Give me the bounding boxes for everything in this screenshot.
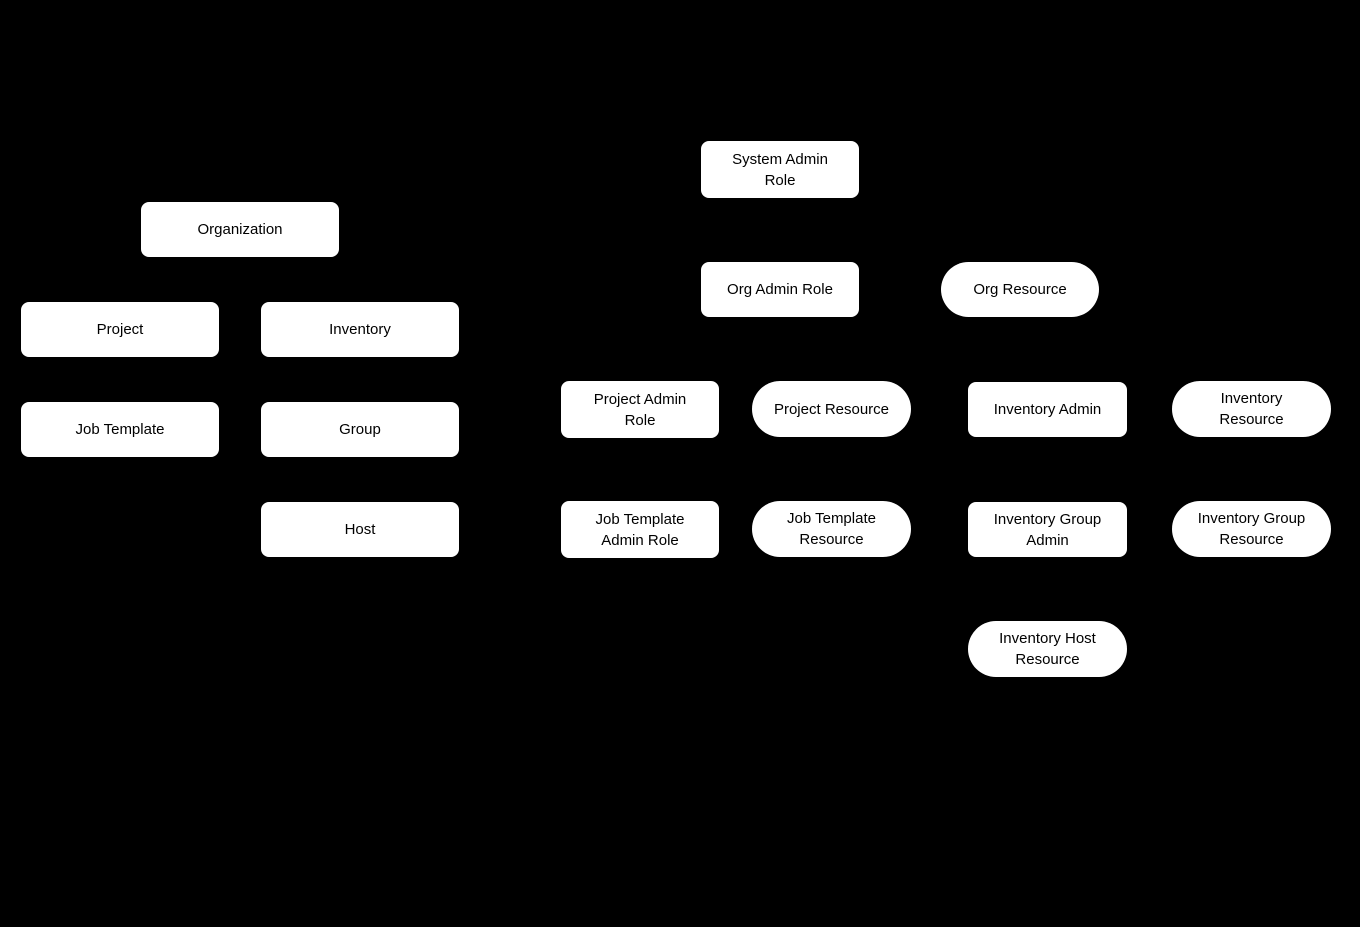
node-inventory-resource: Inventory Resource [1172, 381, 1331, 437]
node-group: Group [261, 402, 459, 457]
node-inventory-group-admin-label: Inventory Group Admin [993, 510, 1102, 549]
node-project-admin-role: Project Admin Role [561, 381, 719, 438]
node-project-resource: Project Resource [752, 381, 911, 437]
node-org-admin-role: Org Admin Role [701, 262, 859, 317]
node-inventory-host-resource: Inventory Host Resource [968, 621, 1127, 677]
node-project-label: Project [96, 321, 144, 338]
node-job-template-admin-role-label: Job Template Admin Role [595, 510, 685, 549]
node-inventory-group-resource-label: Inventory Group Resource [1197, 510, 1306, 548]
node-inventory: Inventory [261, 302, 459, 357]
node-system-admin-role-label: System Admin Role [732, 150, 828, 189]
node-job-template-resource: Job Template Resource [752, 501, 911, 557]
node-host-label: Host [344, 521, 376, 538]
node-org-admin-role-label: Org Admin Role [727, 281, 833, 298]
node-project-resource-label: Project Resource [773, 400, 890, 418]
node-project-admin-role-label: Project Admin Role [593, 390, 687, 429]
node-organization-label: Organization [197, 221, 283, 238]
node-job-template-resource-label: Job Template Resource [787, 510, 876, 548]
node-inventory-resource-label: Inventory Resource [1219, 390, 1284, 428]
node-system-admin-role: System Admin Role [701, 141, 859, 198]
node-job-template-admin-role: Job Template Admin Role [561, 501, 719, 558]
node-project: Project [21, 302, 219, 357]
node-inventory-label: Inventory [329, 321, 391, 338]
node-inventory-group-resource: Inventory Group Resource [1172, 501, 1331, 557]
node-organization: Organization [141, 202, 339, 257]
node-job-template-label: Job Template [75, 421, 165, 438]
node-group-label: Group [339, 421, 381, 438]
node-job-template: Job Template [21, 402, 219, 457]
node-host: Host [261, 502, 459, 557]
node-inventory-host-resource-label: Inventory Host Resource [999, 630, 1096, 668]
node-org-resource: Org Resource [941, 262, 1099, 317]
node-inventory-group-admin: Inventory Group Admin [968, 502, 1127, 557]
node-inventory-admin-label: Inventory Admin [993, 401, 1102, 418]
node-org-resource-label: Org Resource [973, 281, 1067, 298]
node-inventory-admin: Inventory Admin [968, 382, 1127, 437]
